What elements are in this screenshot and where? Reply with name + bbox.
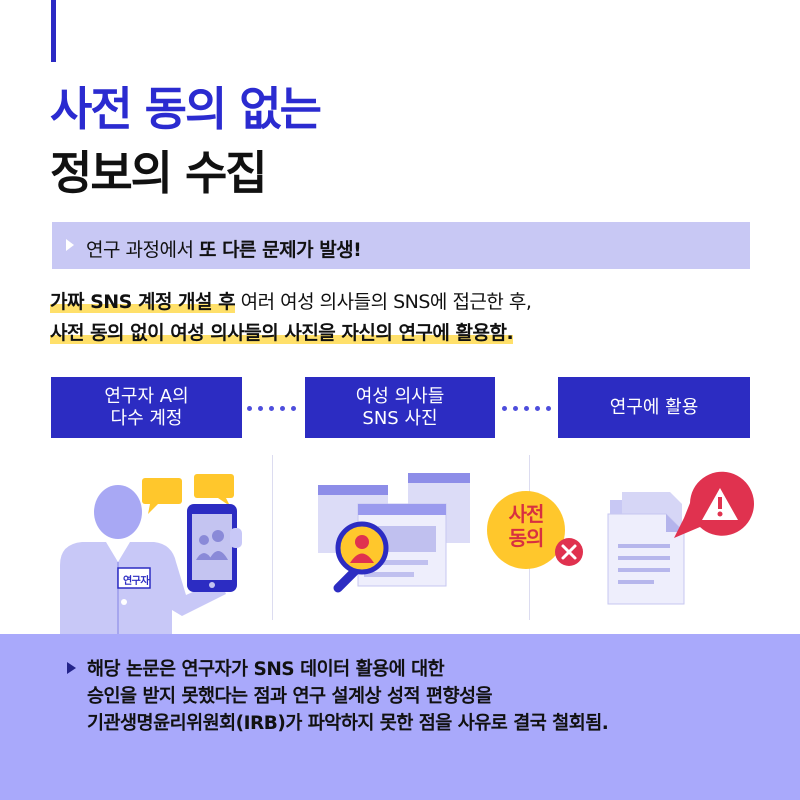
conclusion-line-1: 해당 논문은 연구자가 SNS 데이터 활용에 대한	[87, 659, 445, 680]
accent-bar	[51, 0, 56, 62]
step-use-in-research: 연구에 활용	[558, 377, 750, 438]
callout-box: 연구 과정에서 또 다른 문제가 발생!	[52, 222, 750, 269]
no-consent-label-line-2: 동의	[508, 526, 545, 550]
no-consent-label: 사전 동의	[498, 502, 554, 550]
step-researcher-accounts: 연구자 A의 다수 계정	[51, 377, 242, 438]
divider-line-1	[272, 455, 273, 620]
triangle-bullet-icon	[66, 239, 74, 251]
sns-search-illustration	[318, 473, 470, 593]
conclusion-band: 해당 논문은 연구자가 SNS 데이터 활용에 대한 승인을 받지 못했다는 점…	[0, 634, 800, 800]
id-badge	[117, 567, 151, 589]
researcher-badge-label: 연구자	[122, 576, 150, 587]
researcher-illustration	[60, 474, 242, 640]
head-icon	[94, 485, 142, 539]
connector-dots-2	[502, 404, 551, 412]
callout-text: 연구 과정에서 또 다른 문제가 발생!	[86, 235, 362, 262]
no-consent-badge	[487, 491, 583, 569]
description-line-1-rest: 여러 여성 의사들의 SNS에 접근한 후,	[235, 291, 532, 313]
conclusion-line-3: 기관생명윤리위원회(IRB)가 파악하지 못한 점을 사유로 결국 철회됨.	[87, 713, 609, 734]
title-line-1: 사전 동의 없는	[50, 82, 322, 136]
speech-bubble-icon	[142, 478, 182, 504]
conclusion-line-2: 승인을 받지 못했다는 점과 연구 설계상 성적 편향성을	[87, 686, 493, 707]
magnifier-handle	[333, 565, 361, 593]
no-consent-label-line-1: 사전	[508, 502, 545, 526]
description-highlight: 가짜 SNS 계정 개설 후	[50, 291, 236, 313]
speech-bubble-icon	[194, 474, 234, 498]
callout-text-normal: 연구 과정에서	[86, 239, 199, 261]
step-sns-photos: 여성 의사들 SNS 사진	[305, 377, 495, 438]
triangle-bullet-icon	[67, 662, 76, 674]
documents-warning-illustration	[607, 471, 754, 605]
conclusion-text: 해당 논문은 연구자가 SNS 데이터 활용에 대한 승인을 받지 못했다는 점…	[87, 656, 609, 737]
description-line-1: 가짜 SNS 계정 개설 후 여러 여성 의사들의 SNS에 접근한 후,	[50, 287, 532, 314]
description-line-2-text: 사전 동의 없이 여성 의사들의 사진을 자신의 연구에 활용함.	[50, 322, 514, 344]
description-line-2: 사전 동의 없이 여성 의사들의 사진을 자신의 연구에 활용함.	[50, 318, 514, 345]
callout-text-bold: 또 다른 문제가 발생!	[198, 239, 362, 261]
title-line-2: 정보의 수집	[50, 146, 268, 200]
connector-dots-1	[247, 404, 296, 412]
